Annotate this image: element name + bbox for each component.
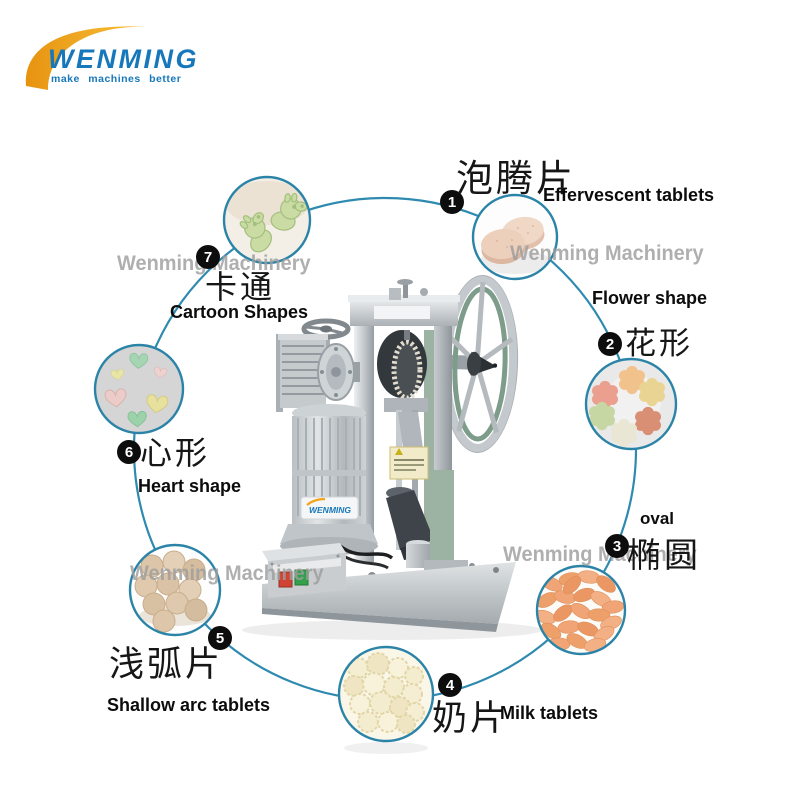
machine-hopper [368, 470, 475, 580]
label-en-oval: oval [640, 509, 675, 528]
badge-5: 5 [208, 626, 232, 650]
label-zh-effervescent: 泡腾片 [456, 158, 576, 199]
photo-effervescent-tablets [471, 193, 559, 281]
machine-motor: WENMING [280, 404, 378, 555]
wenming-logo: WENMING make machines better [18, 16, 218, 106]
watermark: Wenming Machinery [130, 562, 324, 585]
label-en-shallow-arc: Shallow arc tablets [107, 695, 271, 715]
photo-cartoon-shape-tablets [222, 175, 312, 265]
power-cable [338, 544, 394, 560]
label-zh-heart: 心形 [140, 435, 211, 471]
green-start-button [294, 569, 309, 586]
badge-4: 4 [438, 673, 462, 697]
watermark: Wenming Machinery [503, 543, 697, 566]
red-stop-button [278, 571, 293, 588]
label-zh-milk: 奶片 [432, 699, 509, 738]
machine-base-plate [262, 562, 516, 632]
label-en-flower: Flower shape [592, 288, 708, 308]
watermark: Wenming Machinery [510, 242, 704, 265]
tablet-press-machine-photo: WENMING [242, 275, 542, 640]
machine-gearbox [276, 318, 360, 412]
photo-heart-shape-tablets [93, 343, 185, 435]
badge-2: 2 [598, 332, 622, 356]
badge-6: 6 [117, 440, 141, 464]
photo-flower-shape-tablets [584, 357, 678, 451]
machine-control-box [262, 543, 346, 598]
logo-tagline: make machines better [51, 73, 182, 85]
badge-7: 7 [196, 245, 220, 269]
label-zh-cartoon: 卡通 [205, 269, 276, 305]
label-zh-shallow-arc: 浅弧片 [109, 645, 224, 684]
logo-swoosh-icon [25, 26, 153, 90]
photo-shallow-arc-tablets [128, 543, 222, 637]
photo-milk-tablets [337, 645, 435, 754]
label-en-milk: Milk tablets [500, 703, 599, 723]
badge-3: 3 [605, 534, 629, 558]
warning-sticker [389, 446, 429, 480]
label-en-heart: Heart shape [138, 476, 242, 496]
svg-text:WENMING: WENMING [309, 505, 351, 515]
label-en-effervescent: Effervescent tablets [543, 185, 715, 205]
motor-brand-label: WENMING [300, 496, 359, 520]
badge-1: 1 [440, 190, 464, 214]
label-zh-flower: 花形 [625, 326, 693, 361]
label-en-cartoon: Cartoon Shapes [170, 302, 309, 322]
label-zh-oval: 椭圆 [627, 537, 701, 575]
photo-oval-tablets [535, 564, 627, 656]
logo-brand-name: WENMING [48, 44, 199, 74]
